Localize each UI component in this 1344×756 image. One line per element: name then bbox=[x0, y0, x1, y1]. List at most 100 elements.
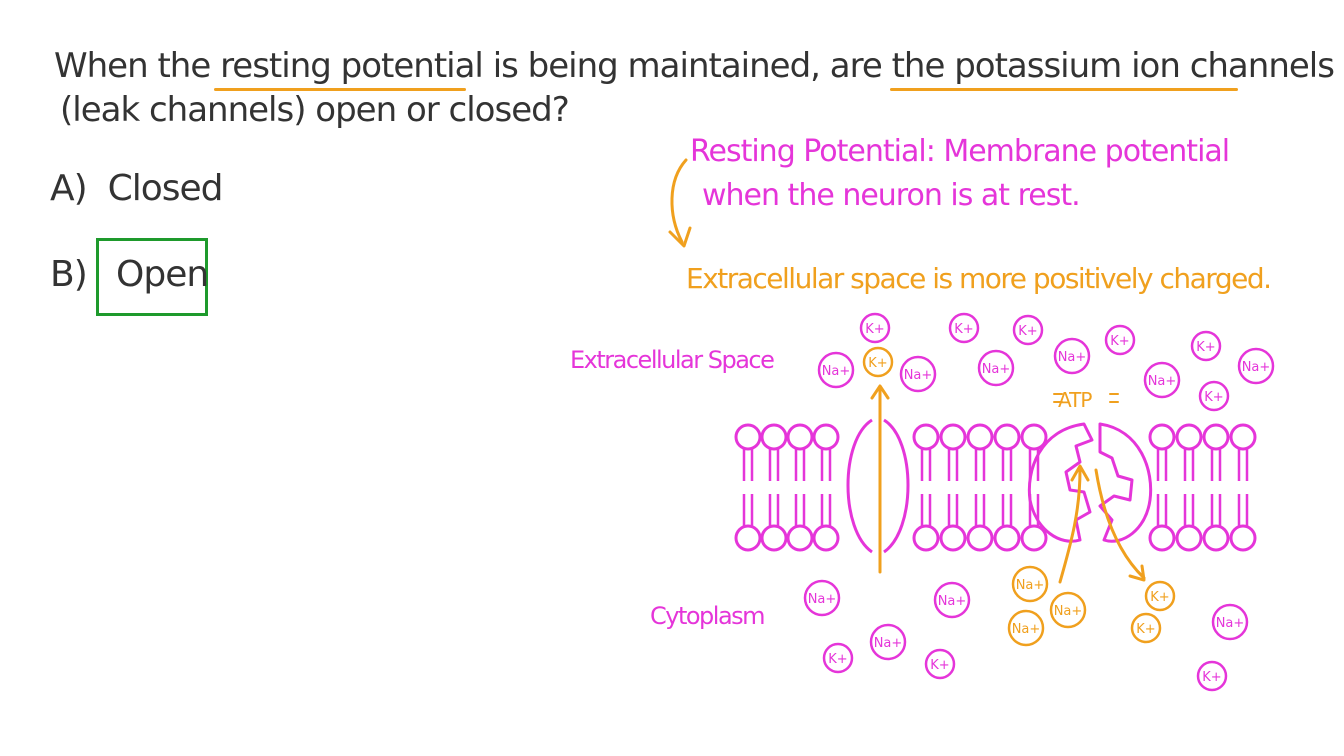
potassium-ion: K+ bbox=[924, 648, 956, 680]
phospholipid bbox=[760, 423, 788, 481]
label-cytoplasm: Cytoplasm bbox=[650, 602, 766, 630]
phospholipid bbox=[912, 423, 940, 481]
atp-sparkle-icon bbox=[1053, 393, 1119, 403]
ion-label: Na+ bbox=[1054, 604, 1083, 619]
ion-label: K+ bbox=[1110, 334, 1129, 349]
phospholipid bbox=[966, 494, 994, 552]
ion-label: Na+ bbox=[1216, 616, 1245, 631]
ion-label: K+ bbox=[1018, 324, 1037, 339]
phospholipid bbox=[1202, 423, 1230, 481]
option-a-text: Closed bbox=[107, 168, 224, 209]
sodium-ion: Na+ bbox=[1049, 591, 1087, 629]
phospholipid bbox=[1020, 423, 1048, 481]
term-potassium-channels: potassium ion channels bbox=[954, 46, 1335, 86]
ion-label: K+ bbox=[1150, 590, 1169, 605]
phospholipid bbox=[1020, 494, 1048, 552]
definition-arrow bbox=[670, 158, 688, 244]
question-text-middle: is being maintained, are the bbox=[492, 46, 946, 86]
sodium-ion: Na+ bbox=[1237, 347, 1275, 385]
underline-potassium-channels bbox=[890, 88, 1238, 91]
ion-label: Na+ bbox=[874, 636, 903, 651]
label-extracellular-space: Extracellular Space bbox=[570, 346, 775, 374]
potassium-ion: K+ bbox=[822, 642, 854, 674]
ion-label: K+ bbox=[1196, 340, 1215, 355]
definition-arrowhead-icon bbox=[668, 226, 692, 248]
option-b-letter: B) bbox=[50, 254, 88, 295]
phospholipid bbox=[786, 494, 814, 552]
ion-arrows bbox=[870, 384, 1146, 584]
phospholipid bbox=[1229, 494, 1257, 552]
sodium-ion: Na+ bbox=[933, 581, 971, 619]
sodium-ion: Na+ bbox=[1053, 337, 1091, 375]
sodium-ion: Na+ bbox=[1211, 603, 1249, 641]
term-resting-potential: resting potential bbox=[220, 46, 484, 86]
phospholipid bbox=[1175, 423, 1203, 481]
potassium-leak-channel bbox=[846, 418, 910, 554]
phospholipid bbox=[734, 494, 762, 552]
potassium-ion: K+ bbox=[862, 346, 894, 378]
potassium-ion: K+ bbox=[1196, 660, 1228, 692]
potassium-ion: K+ bbox=[1130, 612, 1162, 644]
definition-line-2: when the neuron is at rest. bbox=[702, 178, 1081, 213]
atp-text: ATP bbox=[1058, 388, 1092, 412]
sodium-ion: Na+ bbox=[817, 351, 855, 389]
ion-label: K+ bbox=[954, 322, 973, 337]
ion-label: Na+ bbox=[808, 592, 837, 607]
ion-label: Na+ bbox=[938, 594, 967, 609]
ion-label: K+ bbox=[930, 658, 949, 673]
label-atp: ATP bbox=[1058, 388, 1092, 412]
ion-label: Na+ bbox=[822, 364, 851, 379]
phospholipid bbox=[966, 423, 994, 481]
definition-line-1: Resting Potential: Membrane potential bbox=[690, 134, 1230, 169]
ion-label: Na+ bbox=[1016, 578, 1045, 593]
ion-label: K+ bbox=[865, 322, 884, 337]
sodium-ion: Na+ bbox=[1007, 609, 1045, 647]
ion-label: K+ bbox=[1136, 622, 1155, 637]
phospholipid bbox=[993, 494, 1021, 552]
phospholipid bbox=[760, 494, 788, 552]
phospholipid bbox=[939, 494, 967, 552]
question-text-start: When the bbox=[54, 46, 211, 86]
potassium-ion: K+ bbox=[948, 312, 980, 344]
ion-label: Na+ bbox=[1242, 360, 1271, 375]
sodium-ion: Na+ bbox=[899, 355, 937, 393]
correct-answer-box bbox=[96, 238, 208, 316]
sodium-ion: Na+ bbox=[803, 579, 841, 617]
ion-label: Na+ bbox=[1058, 350, 1087, 365]
phospholipid bbox=[993, 423, 1021, 481]
ion-label: Na+ bbox=[904, 368, 933, 383]
option-a-letter: A) bbox=[50, 168, 88, 209]
phospholipid bbox=[1148, 423, 1176, 481]
sodium-potassium-pump bbox=[1027, 422, 1153, 543]
ion-label: K+ bbox=[1204, 390, 1223, 405]
phospholipid bbox=[812, 494, 840, 552]
phospholipid bbox=[1175, 494, 1203, 552]
potassium-ion: K+ bbox=[1144, 580, 1176, 612]
potassium-ion: K+ bbox=[1012, 314, 1044, 346]
sodium-ion: Na+ bbox=[1143, 361, 1181, 399]
note-text: Extracellular space is more positively c… bbox=[686, 262, 1272, 295]
ions: K+ K+ Na+ Na+ K+ K+ Na+ Na+ K+ Na+ K+ Na+ K+ Na+ K+ Na+… bbox=[803, 312, 1275, 692]
lipid-bilayer bbox=[734, 423, 1257, 552]
option-a[interactable]: A) Closed bbox=[50, 168, 224, 209]
sodium-ion: Na+ bbox=[977, 349, 1015, 387]
ion-label: Na+ bbox=[1148, 374, 1177, 389]
underline-resting-potential bbox=[214, 88, 466, 91]
potassium-ion: K+ bbox=[1190, 330, 1222, 362]
question-line-2: (leak channels) open or closed? bbox=[60, 90, 570, 130]
phospholipid bbox=[939, 423, 967, 481]
phospholipid bbox=[1202, 494, 1230, 552]
ion-label: K+ bbox=[868, 356, 887, 371]
ion-label: K+ bbox=[1202, 670, 1221, 685]
question-line-1: When the resting potential is being main… bbox=[54, 46, 1335, 86]
phospholipid bbox=[1148, 494, 1176, 552]
sodium-ion: Na+ bbox=[869, 623, 907, 661]
phospholipid bbox=[1229, 423, 1257, 481]
option-b-text[interactable]: Open bbox=[116, 254, 209, 295]
potassium-ion: K+ bbox=[1198, 380, 1230, 412]
ion-label: Na+ bbox=[982, 362, 1011, 377]
phospholipid bbox=[734, 423, 762, 481]
potassium-ion: K+ bbox=[859, 312, 891, 344]
sodium-ion: Na+ bbox=[1011, 565, 1049, 603]
